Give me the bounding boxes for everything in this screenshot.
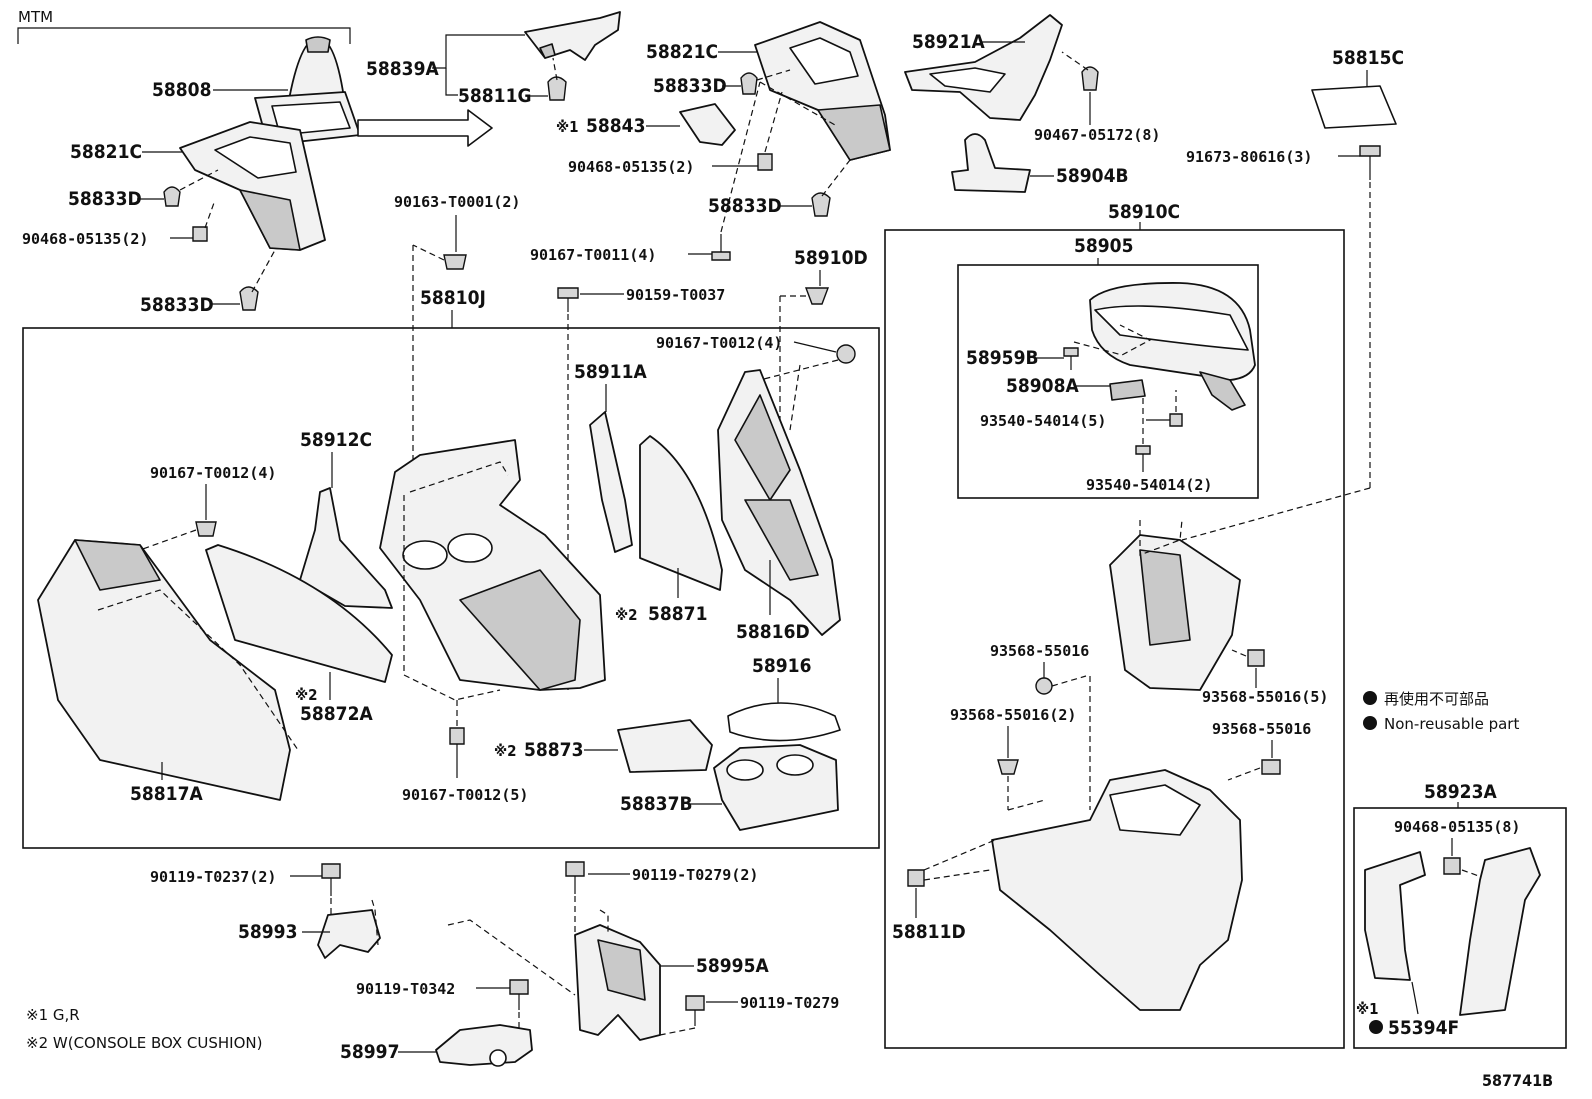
part-90167-T0012-left: 90167-T0012(4) bbox=[150, 464, 276, 482]
part-58904B: 58904B bbox=[1056, 165, 1129, 187]
part-58810J: 58810J bbox=[420, 287, 486, 309]
bracket-58839A bbox=[524, 11, 621, 61]
part-58872A: 58872A bbox=[300, 703, 373, 725]
part-58873: 58873 bbox=[524, 739, 583, 761]
mark-58872A: ※2 bbox=[295, 686, 318, 704]
part-58839A: 58839A bbox=[366, 58, 439, 80]
console-body bbox=[379, 439, 606, 691]
part-58871: 58871 bbox=[648, 603, 707, 625]
part-93568-55016-a: 93568-55016 bbox=[990, 642, 1089, 660]
part-91673-80616: 91673-80616(3) bbox=[1186, 148, 1312, 166]
cupholder-58837B bbox=[713, 744, 839, 831]
note-1: ※1 G,R bbox=[26, 1006, 80, 1024]
panel-58817A bbox=[37, 539, 291, 801]
mark-58843: ※1 bbox=[556, 118, 579, 136]
note-2: ※2 W(CONSOLE BOX CUSHION) bbox=[26, 1034, 262, 1052]
legend-jp: 再使用不可部品 bbox=[1384, 690, 1489, 708]
part-58833D-d: 58833D bbox=[708, 195, 782, 217]
part-90159-T0037: 90159-T0037 bbox=[626, 286, 725, 304]
part-58843: 58843 bbox=[586, 115, 645, 137]
part-58833D-b: 58833D bbox=[140, 294, 214, 316]
part-90119-T0342: 90119-T0342 bbox=[356, 980, 455, 998]
group-frame-58905 bbox=[957, 264, 1259, 499]
group-frame-58923A bbox=[1353, 807, 1567, 1049]
part-58843-shape bbox=[679, 103, 736, 146]
part-58997: 58997 bbox=[340, 1041, 399, 1063]
part-93568-55016-b: 93568-55016 bbox=[1212, 720, 1311, 738]
mtm-group: MTM bbox=[17, 8, 351, 44]
part-90119-T0279: 90119-T0279 bbox=[740, 994, 839, 1012]
part-58815C: 58815C bbox=[1332, 47, 1404, 69]
part-90167-T0011: 90167-T0011(4) bbox=[530, 246, 656, 264]
mtm-label: MTM bbox=[18, 8, 53, 26]
part-93540-54014-2: 93540-54014(2) bbox=[1086, 476, 1212, 494]
part-90119-T0237: 90119-T0237(2) bbox=[150, 868, 276, 886]
mark-58871: ※2 bbox=[615, 606, 638, 624]
part-93568-55016-2: 93568-55016(2) bbox=[950, 706, 1076, 724]
armrest-lid bbox=[1089, 282, 1256, 411]
panel-58816D bbox=[717, 369, 841, 636]
part-58923A: 58923A bbox=[1424, 781, 1497, 803]
part-58910C: 58910C bbox=[1108, 201, 1180, 223]
trim-58911A bbox=[589, 411, 633, 553]
part-90467-05172: 90467-05172(8) bbox=[1034, 126, 1160, 144]
part-58905: 58905 bbox=[1074, 235, 1133, 257]
part-58904B-shape bbox=[951, 133, 1031, 193]
shift-panel-top bbox=[754, 21, 891, 161]
arrow-icon bbox=[357, 109, 493, 147]
group-frame-58910C bbox=[884, 229, 1345, 1049]
part-58921A: 58921A bbox=[912, 31, 985, 53]
group-frame-58810J bbox=[22, 327, 880, 849]
console-box bbox=[1109, 534, 1241, 691]
legend-en: Non-reusable part bbox=[1384, 715, 1519, 733]
part-58816D: 58816D bbox=[736, 621, 810, 643]
part-58837B: 58837B bbox=[620, 793, 693, 815]
bracket-58993 bbox=[317, 909, 381, 959]
part-93568-55016-5: 93568-55016(5) bbox=[1202, 688, 1328, 706]
part-58912C: 58912C bbox=[300, 429, 372, 451]
part-58808: 58808 bbox=[152, 79, 211, 101]
part-58993: 58993 bbox=[238, 921, 297, 943]
part-90468-05135-b: 90468-05135(2) bbox=[568, 158, 694, 176]
rear-panel bbox=[991, 769, 1243, 1011]
tray-58873 bbox=[617, 719, 713, 773]
part-58811G: 58811G bbox=[458, 85, 532, 107]
part-58910D: 58910D bbox=[794, 247, 868, 269]
part-90468-05135-a: 90468-05135(2) bbox=[22, 230, 148, 248]
part-58911A: 58911A bbox=[574, 361, 647, 383]
diagram-id: 587741B bbox=[1482, 1071, 1553, 1090]
part-55394F: 55394F bbox=[1388, 1017, 1459, 1039]
mark-58873: ※2 bbox=[494, 742, 517, 760]
part-58821C-top: 58821C bbox=[646, 41, 718, 63]
part-90163-T0001: 90163-T0001(2) bbox=[394, 193, 520, 211]
part-58833D-a: 58833D bbox=[68, 188, 142, 210]
part-58959B: 58959B bbox=[966, 347, 1039, 369]
shift-panel-left bbox=[179, 121, 326, 251]
part-90468-05135-c: 90468-05135(8) bbox=[1394, 818, 1520, 836]
bracket-58995A bbox=[574, 924, 661, 1041]
garnish-pair bbox=[1364, 847, 1541, 1016]
bolt-90167-T0011 bbox=[711, 234, 731, 261]
pad-58872A bbox=[205, 544, 393, 683]
part-90167-T0012-bottom: 90167-T0012(5) bbox=[402, 786, 528, 804]
bracket-58997 bbox=[435, 1024, 533, 1067]
part-58811D: 58811D bbox=[892, 921, 966, 943]
part-58908A: 58908A bbox=[1006, 375, 1079, 397]
part-58995A: 58995A bbox=[696, 955, 769, 977]
bracket-58912C bbox=[299, 487, 393, 609]
part-58833D-c: 58833D bbox=[653, 75, 727, 97]
part-58916: 58916 bbox=[752, 655, 811, 677]
mark-55394F: ※1 bbox=[1356, 1000, 1379, 1018]
part-90119-T0279-2: 90119-T0279(2) bbox=[632, 866, 758, 884]
part-90167-T0012-top: 90167-T0012(4) bbox=[656, 334, 782, 352]
part-58817A: 58817A bbox=[130, 783, 203, 805]
pad-58871 bbox=[639, 435, 723, 591]
part-58821C-left: 58821C bbox=[70, 141, 142, 163]
part-93540-54014-5: 93540-54014(5) bbox=[980, 412, 1106, 430]
legend: 再使用不可部品 Non-reusable part bbox=[1363, 690, 1519, 733]
